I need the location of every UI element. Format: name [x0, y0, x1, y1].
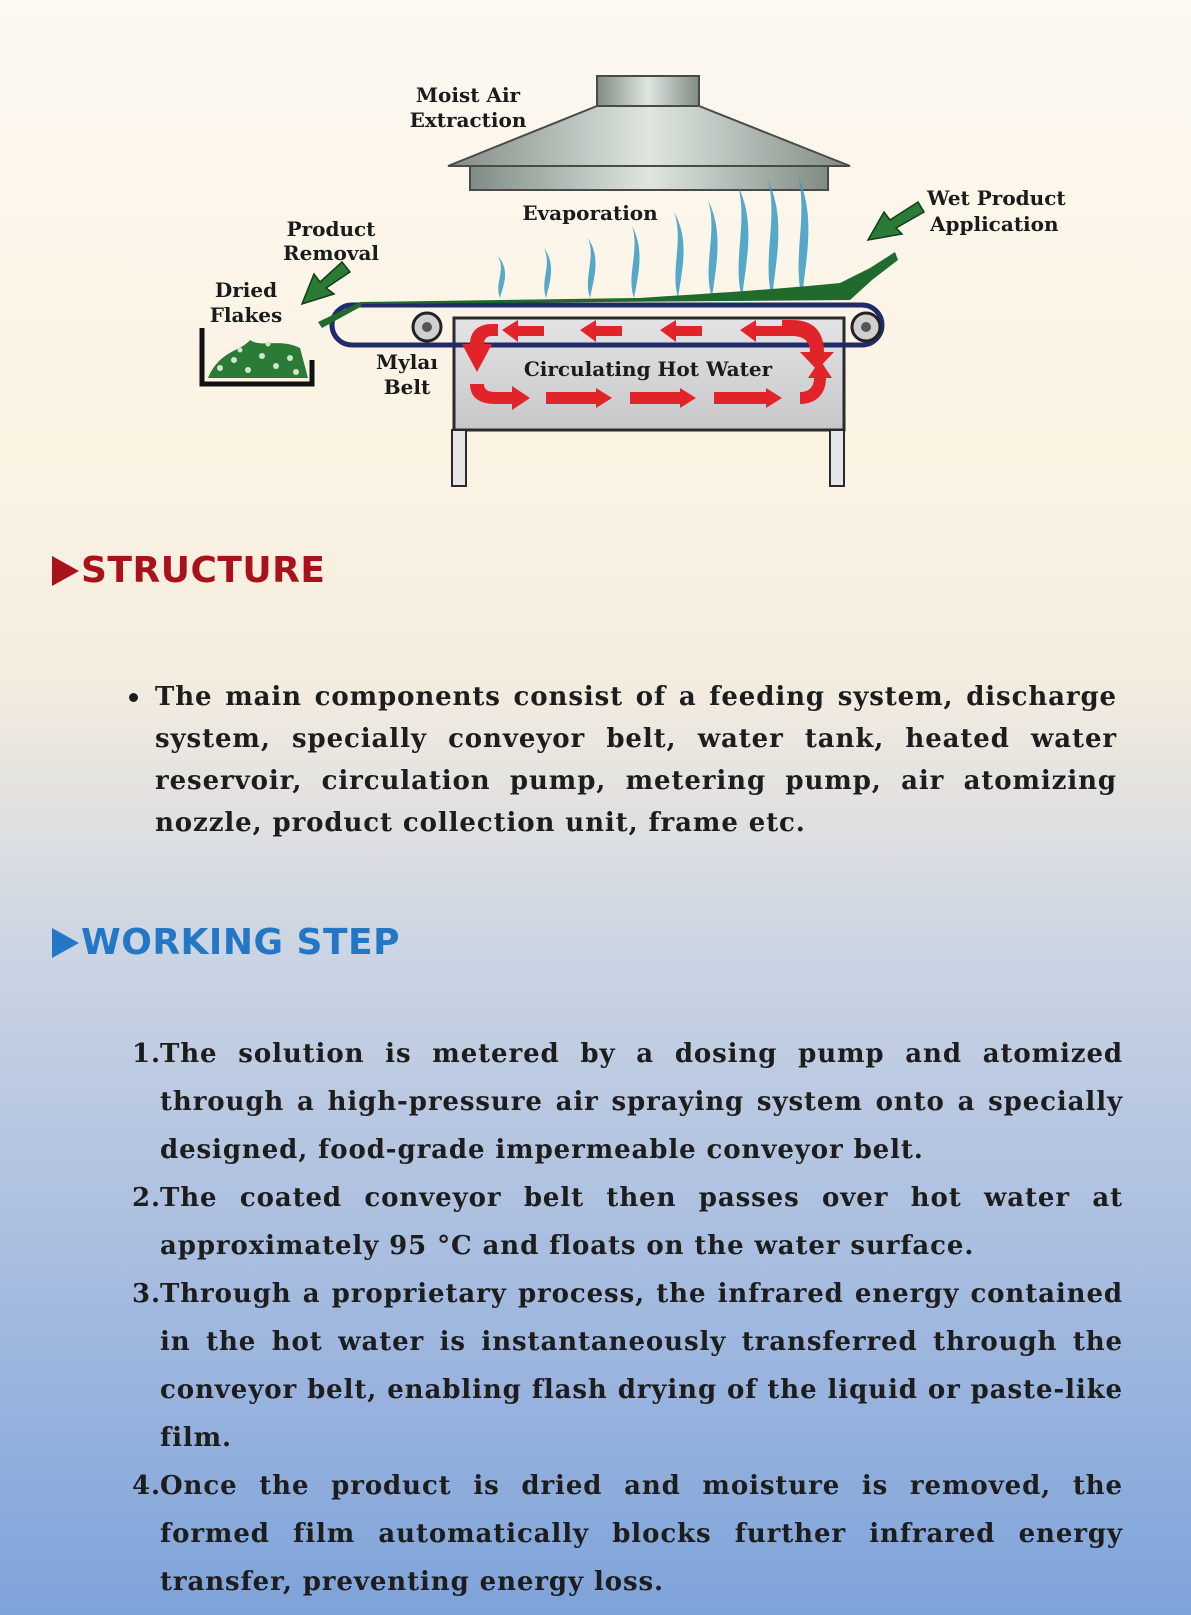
step-text: Once the product is dried and moisture i…: [160, 1471, 1123, 1597]
step-text: The coated conveyor belt then passes ove…: [160, 1183, 1123, 1261]
structure-item: The main components consist of a feeding…: [129, 676, 1117, 844]
label-evaporation: Evaporation: [522, 201, 658, 225]
step-item: 4. Once the product is dried and moistur…: [132, 1462, 1123, 1606]
step-item: 3. Through a proprietary process, the in…: [132, 1270, 1123, 1462]
dried-flakes-bin: [199, 328, 315, 387]
step-text: The solution is metered by a dosing pump…: [160, 1039, 1123, 1165]
step-number: 2.: [132, 1183, 161, 1213]
label-belt: Belt: [384, 375, 431, 399]
exhaust-hood: [447, 75, 851, 191]
working-steps-list: 1. The solution is metered by a dosing p…: [132, 1030, 1123, 1606]
step-item: 2. The coated conveyor belt then passes …: [132, 1174, 1123, 1270]
triangle-marker-icon: [52, 927, 79, 958]
label-circulating-hot-water: Circulating Hot Water: [524, 357, 773, 381]
label-product: Product: [287, 217, 377, 241]
triangle-marker-icon: [52, 555, 79, 586]
structure-list: The main components consist of a feeding…: [129, 676, 1117, 844]
label-wet-product: Wet Product: [926, 186, 1066, 210]
working-step-heading: WORKING STEP: [52, 922, 400, 963]
working-step-heading-text: WORKING STEP: [81, 922, 400, 963]
label-flakes: Flakes: [210, 303, 283, 327]
label-application: Application: [929, 212, 1059, 236]
label-mylar: Mylaı: [376, 350, 438, 374]
step-item: 1. The solution is metered by a dosing p…: [132, 1030, 1123, 1174]
structure-heading: STRUCTURE: [52, 550, 325, 591]
step-number: 3.: [132, 1279, 161, 1309]
product-film: [318, 252, 898, 328]
label-removal: Removal: [283, 241, 379, 265]
step-number: 4.: [132, 1471, 161, 1501]
label-dried: Dried: [215, 278, 277, 302]
step-text: Through a proprietary process, the infra…: [160, 1279, 1123, 1453]
vapor-wisps: [498, 176, 809, 298]
product-removal-arrow: [300, 260, 352, 306]
hot-water-tank: [451, 316, 846, 487]
wet-product-arrow: [866, 200, 926, 242]
refractance-window-dryer-diagram: Moist Air Extraction Evaporation Wet Pro…: [199, 75, 1066, 487]
structure-heading-text: STRUCTURE: [81, 550, 326, 591]
label-extraction: Extraction: [410, 108, 527, 132]
step-number: 1.: [132, 1039, 161, 1069]
circulation-arrows: [462, 320, 834, 410]
label-moist-air: Moist Air: [416, 83, 521, 107]
